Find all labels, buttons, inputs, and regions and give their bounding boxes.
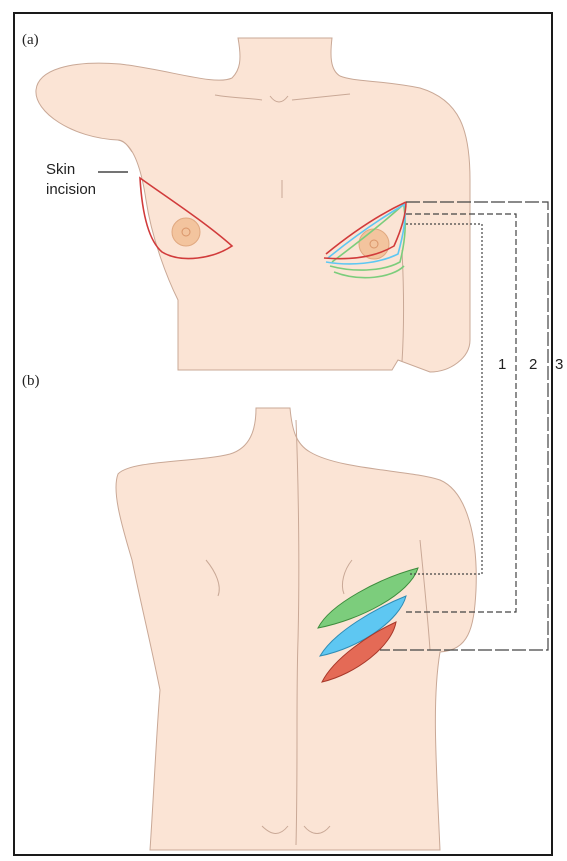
panel-b-label: (b) [22,373,40,390]
back-body [116,408,476,850]
bracket-1-number: 1 [496,355,508,374]
bracket-2-number: 2 [527,355,539,374]
skin-incision-label-line2: incision [46,180,96,199]
panel-a-label: (a) [22,32,39,49]
panel-b-back [116,408,476,850]
bracket-3-number: 3 [555,355,563,374]
skin-incision-label-line1: Skin [46,160,75,179]
left-areola [172,218,200,246]
